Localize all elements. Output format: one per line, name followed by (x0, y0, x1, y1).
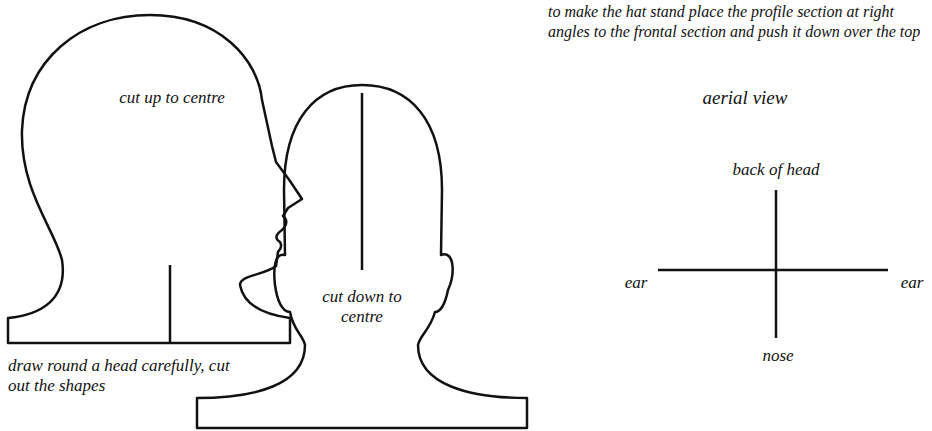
direction-label: back of head (733, 160, 820, 180)
profile-head-outline (3, 8, 308, 350)
cross-horizontal-line (658, 269, 888, 272)
instruction-note: draw round a head carefully, cut out the… (8, 356, 253, 396)
head-shape: cut up to centre (3, 8, 308, 350)
direction-label: ear (901, 273, 924, 293)
frontal-head-outline (190, 80, 535, 431)
instruction-label: cut up to centre (119, 88, 225, 108)
view-title: aerial view (703, 88, 788, 108)
instruction-label: cut down to centre (320, 287, 404, 327)
cut-line (361, 93, 364, 270)
cross-vertical-line (775, 190, 778, 338)
silhouette-outline (197, 85, 527, 428)
head-shape: cut down to centre (190, 80, 535, 431)
direction-label: nose (762, 346, 793, 366)
cut-line (169, 265, 172, 343)
instruction-note: to make the hat stand place the profile … (548, 2, 928, 42)
silhouette-outline (8, 15, 302, 343)
direction-label: ear (625, 273, 648, 293)
